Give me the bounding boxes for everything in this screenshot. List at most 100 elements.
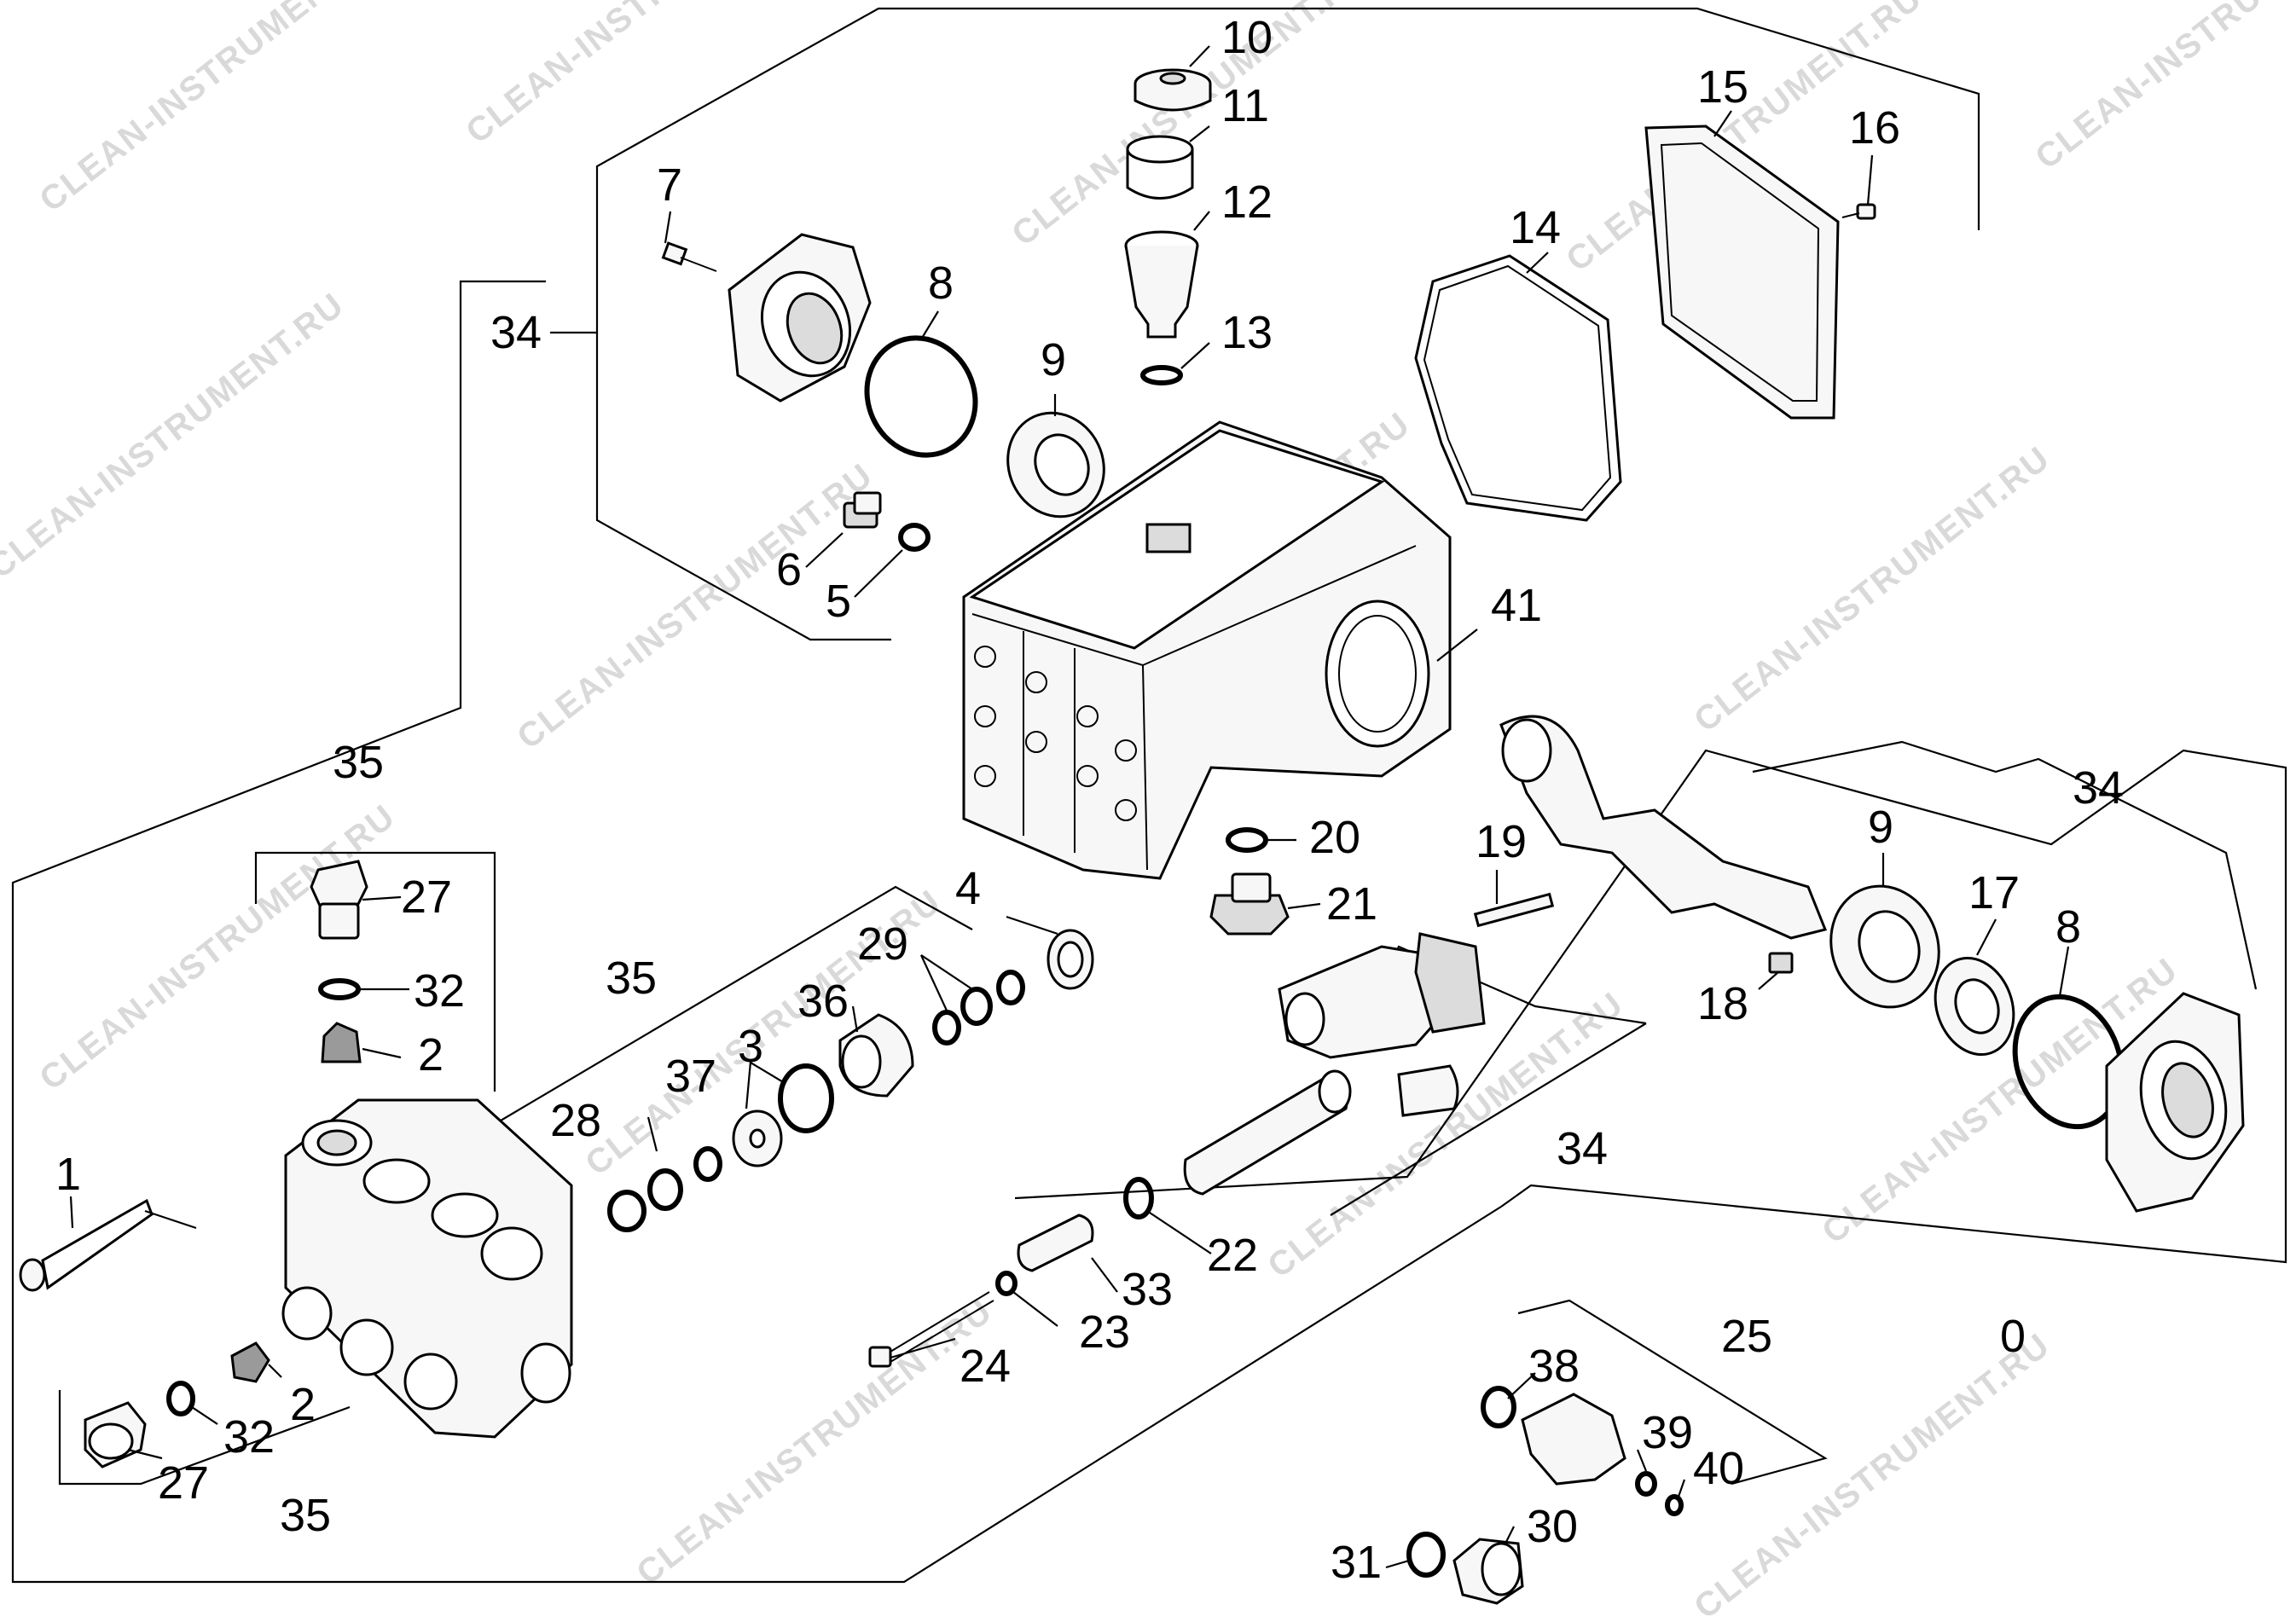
watermark: CLEAN-INSTRUMENT.RU xyxy=(1005,0,1375,253)
leader-lines xyxy=(69,45,2070,1569)
bearing-9-left-part xyxy=(1006,411,1105,518)
kit-35-lower-bracket xyxy=(58,1390,351,1486)
watermark: CLEAN-INSTRUMENT.RU xyxy=(510,456,880,756)
callout-34-top: 34 xyxy=(490,307,542,358)
seal-28a-part xyxy=(607,1190,646,1232)
bearing-flange-left-part xyxy=(728,233,872,403)
callout-33: 33 xyxy=(1122,1264,1173,1315)
callout-35-top: 35 xyxy=(333,737,384,788)
screw-7-part xyxy=(661,241,717,272)
o-ring-32-lower-part xyxy=(166,1381,195,1416)
callout-17: 17 xyxy=(1968,867,2020,918)
oil-cap-part xyxy=(1134,68,1212,112)
crankcase-41-part xyxy=(962,420,1452,880)
seal-stack xyxy=(607,929,1094,1232)
seal-28c-part xyxy=(693,1146,722,1182)
callout-34-lower: 34 xyxy=(1557,1123,1608,1174)
screw-16-part xyxy=(1841,203,1876,220)
filter-part xyxy=(1126,135,1194,200)
callout-9-left: 9 xyxy=(1041,334,1066,385)
callout-30: 30 xyxy=(1527,1501,1578,1552)
seal-29c-part xyxy=(996,970,1025,1005)
callout-11: 11 xyxy=(1221,80,1269,131)
seal-17-part xyxy=(1934,956,2015,1057)
callout-35-middle: 35 xyxy=(606,953,657,1004)
unloader-assembly xyxy=(1406,1386,1684,1605)
callout-23: 23 xyxy=(1079,1306,1130,1358)
callout-labels: 10 11 12 13 15 16 14 7 8 9 34 6 5 41 20 … xyxy=(55,12,2124,1588)
callout-37: 37 xyxy=(665,1051,716,1102)
callout-27-top: 27 xyxy=(401,872,452,923)
callout-31: 31 xyxy=(1331,1537,1382,1588)
watermark: CLEAN-INSTRUMENT.RU xyxy=(0,286,351,586)
callout-15: 15 xyxy=(1697,61,1748,113)
connecting-rod-part xyxy=(1278,892,1555,1059)
callout-8-left: 8 xyxy=(928,258,954,309)
callout-36: 36 xyxy=(797,976,849,1027)
watermark: CLEAN-INSTRUMENT.RU xyxy=(2028,0,2296,177)
bearing-flange-right-part xyxy=(2105,992,2245,1213)
seal-4-part xyxy=(1047,929,1094,990)
callout-1: 1 xyxy=(55,1149,81,1200)
kit-34-top-bracket xyxy=(595,7,1980,641)
callout-32-lower: 32 xyxy=(223,1411,275,1463)
valve-2-top-part xyxy=(321,1022,362,1063)
kit-35-middle-bracket xyxy=(477,885,973,1135)
wrist-pin-part xyxy=(1397,1064,1459,1117)
callout-14: 14 xyxy=(1510,202,1561,253)
callout-34-right: 34 xyxy=(2073,762,2124,814)
callout-0: 0 xyxy=(2000,1311,2026,1362)
callout-4: 4 xyxy=(955,863,981,914)
o-ring-32-top-part xyxy=(318,978,361,1000)
washer-23-part xyxy=(995,1271,1018,1296)
callout-21: 21 xyxy=(1326,878,1377,930)
o-ring-5-part xyxy=(898,523,931,552)
gasket-14-part xyxy=(1414,254,1622,522)
key-18-part xyxy=(1768,952,1794,974)
callout-2-lower: 2 xyxy=(290,1379,316,1430)
callout-18: 18 xyxy=(1697,978,1748,1029)
seal-holder-36-part xyxy=(838,1013,914,1098)
o-ring-8-right-part xyxy=(2012,993,2125,1130)
sleeve-33-part xyxy=(1017,1214,1094,1272)
callout-8-right: 8 xyxy=(2055,901,2081,953)
callout-2-top: 2 xyxy=(418,1029,444,1080)
cover-15-part xyxy=(1644,125,1840,420)
callout-3: 3 xyxy=(738,1021,763,1072)
callout-28: 28 xyxy=(550,1095,601,1146)
crankshaft-assembly xyxy=(868,715,2245,1368)
valve-2-lower-part xyxy=(230,1341,270,1383)
o-ring-13-part xyxy=(1140,365,1183,385)
drain-plug-21-part xyxy=(1209,872,1290,936)
seal-29b-part xyxy=(960,987,993,1026)
watermark: CLEAN-INSTRUMENT.RU xyxy=(459,0,829,151)
callout-41: 41 xyxy=(1491,580,1542,631)
callout-40: 40 xyxy=(1693,1443,1744,1494)
seal-29a-part xyxy=(932,1010,961,1046)
kit-34-left-bracket xyxy=(11,280,1502,1584)
plug-27-lower-part xyxy=(84,1401,147,1468)
washer-37-part xyxy=(732,1109,783,1167)
plug-27-top-part xyxy=(310,860,368,940)
callout-9-right: 9 xyxy=(1868,802,1893,853)
o-ring-39-part xyxy=(1635,1471,1657,1497)
o-ring-3-part xyxy=(778,1063,834,1133)
bolt-1-part xyxy=(19,1198,154,1292)
snap-ring-22-part xyxy=(1123,1177,1154,1219)
plug-6-part xyxy=(843,491,882,529)
callout-13: 13 xyxy=(1221,307,1273,358)
callout-25: 25 xyxy=(1721,1311,1772,1362)
kit-35-upper-bracket xyxy=(254,851,496,1092)
callout-7: 7 xyxy=(657,159,682,211)
watermark: CLEAN-INSTRUMENT.RU xyxy=(1687,439,2057,739)
oil-cup-part xyxy=(1124,230,1199,339)
kit-25-bracket xyxy=(1517,1299,1828,1486)
o-ring-40-part xyxy=(1665,1494,1684,1516)
bearing-9-right-part xyxy=(1829,884,1940,1009)
upper-assembly xyxy=(661,68,1876,936)
kit-34-lower-bracket xyxy=(1330,1022,1647,1216)
crankshaft-part xyxy=(1499,715,1828,940)
callout-22: 22 xyxy=(1207,1230,1258,1281)
callout-6: 6 xyxy=(776,544,802,595)
